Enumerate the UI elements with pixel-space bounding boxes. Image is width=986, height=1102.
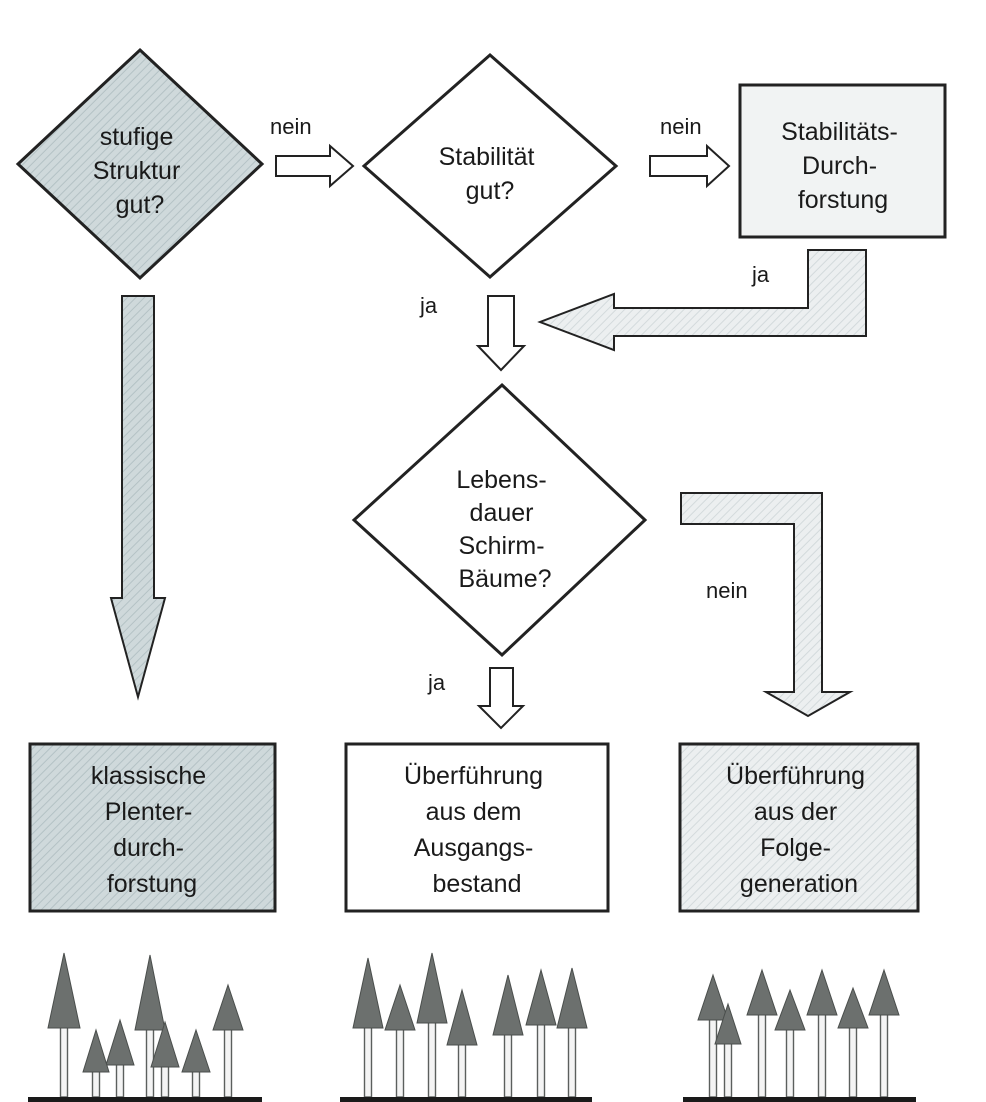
edge-label-thinning-back: ja xyxy=(751,262,770,287)
process-stability-thinning-box xyxy=(738,83,947,239)
outcome-transfer-next-label: Überführung aus der Folge- generation xyxy=(726,762,872,898)
edge-label-structure-stability: nein xyxy=(270,114,312,139)
ground-line xyxy=(340,1097,592,1102)
tree-icon xyxy=(525,968,557,1098)
arrow-stability-to-thinning xyxy=(649,143,731,189)
tree-icon xyxy=(492,974,524,1098)
edge-label-lifespan-down: ja xyxy=(427,670,446,695)
tree-icon xyxy=(212,983,244,1098)
decision-structure-shape xyxy=(15,47,265,281)
arrow-structure-down xyxy=(109,295,167,701)
ground-line xyxy=(683,1097,916,1102)
decision-lifespan-label: Lebens- dauer Schirm- Bäume? xyxy=(456,466,553,593)
tree-icon xyxy=(806,968,838,1098)
tree-icon xyxy=(868,968,900,1098)
decision-stability-shape xyxy=(361,53,619,279)
edge-label-stability-thinning: nein xyxy=(660,114,702,139)
process-stability-thinning-label: Stabilitäts- Durch- forstung xyxy=(781,118,905,214)
tree-icon xyxy=(746,968,778,1098)
outcome-transfer-next-box xyxy=(678,742,920,913)
arrow-lifespan-right xyxy=(680,492,854,718)
tree-icon xyxy=(82,1028,110,1098)
tree-icon xyxy=(47,952,81,1098)
tree-icon xyxy=(134,954,166,1098)
tree-icon xyxy=(774,988,806,1098)
decision-structure-label: stufige Struktur gut? xyxy=(93,123,187,219)
outcome-classic-box xyxy=(28,742,277,913)
tree-illustration-initial xyxy=(340,952,592,1102)
edge-label-stability-down: ja xyxy=(419,293,438,318)
arrow-stability-down xyxy=(475,295,527,372)
tree-icon xyxy=(352,957,384,1098)
arrow-lifespan-down xyxy=(476,667,526,730)
arrow-structure-to-stability xyxy=(275,143,355,189)
tree-icon xyxy=(105,1018,135,1098)
tree-icon xyxy=(416,952,448,1098)
arrow-thinning-back xyxy=(537,249,867,352)
outcome-classic-label: klassische Plenter- durch- forstung xyxy=(91,762,213,898)
tree-illustration-next xyxy=(683,968,916,1102)
decision-lifespan-shape xyxy=(351,382,648,658)
tree-icon xyxy=(181,1028,211,1098)
outcome-transfer-initial-label: Überführung aus dem Ausgangs- bestand xyxy=(404,762,550,898)
tree-icon xyxy=(837,986,869,1098)
outcome-transfer-initial-box xyxy=(344,742,610,913)
decision-stability-label: Stabilität gut? xyxy=(439,143,542,205)
tree-icon xyxy=(556,967,588,1098)
ground-line xyxy=(28,1097,262,1102)
edge-label-lifespan-right: nein xyxy=(706,578,748,603)
tree-icon xyxy=(150,1020,180,1098)
tree-icon xyxy=(446,988,478,1098)
tree-icon xyxy=(384,983,416,1098)
tree-icon xyxy=(697,973,729,1098)
tree-illustration-classic xyxy=(28,952,262,1102)
